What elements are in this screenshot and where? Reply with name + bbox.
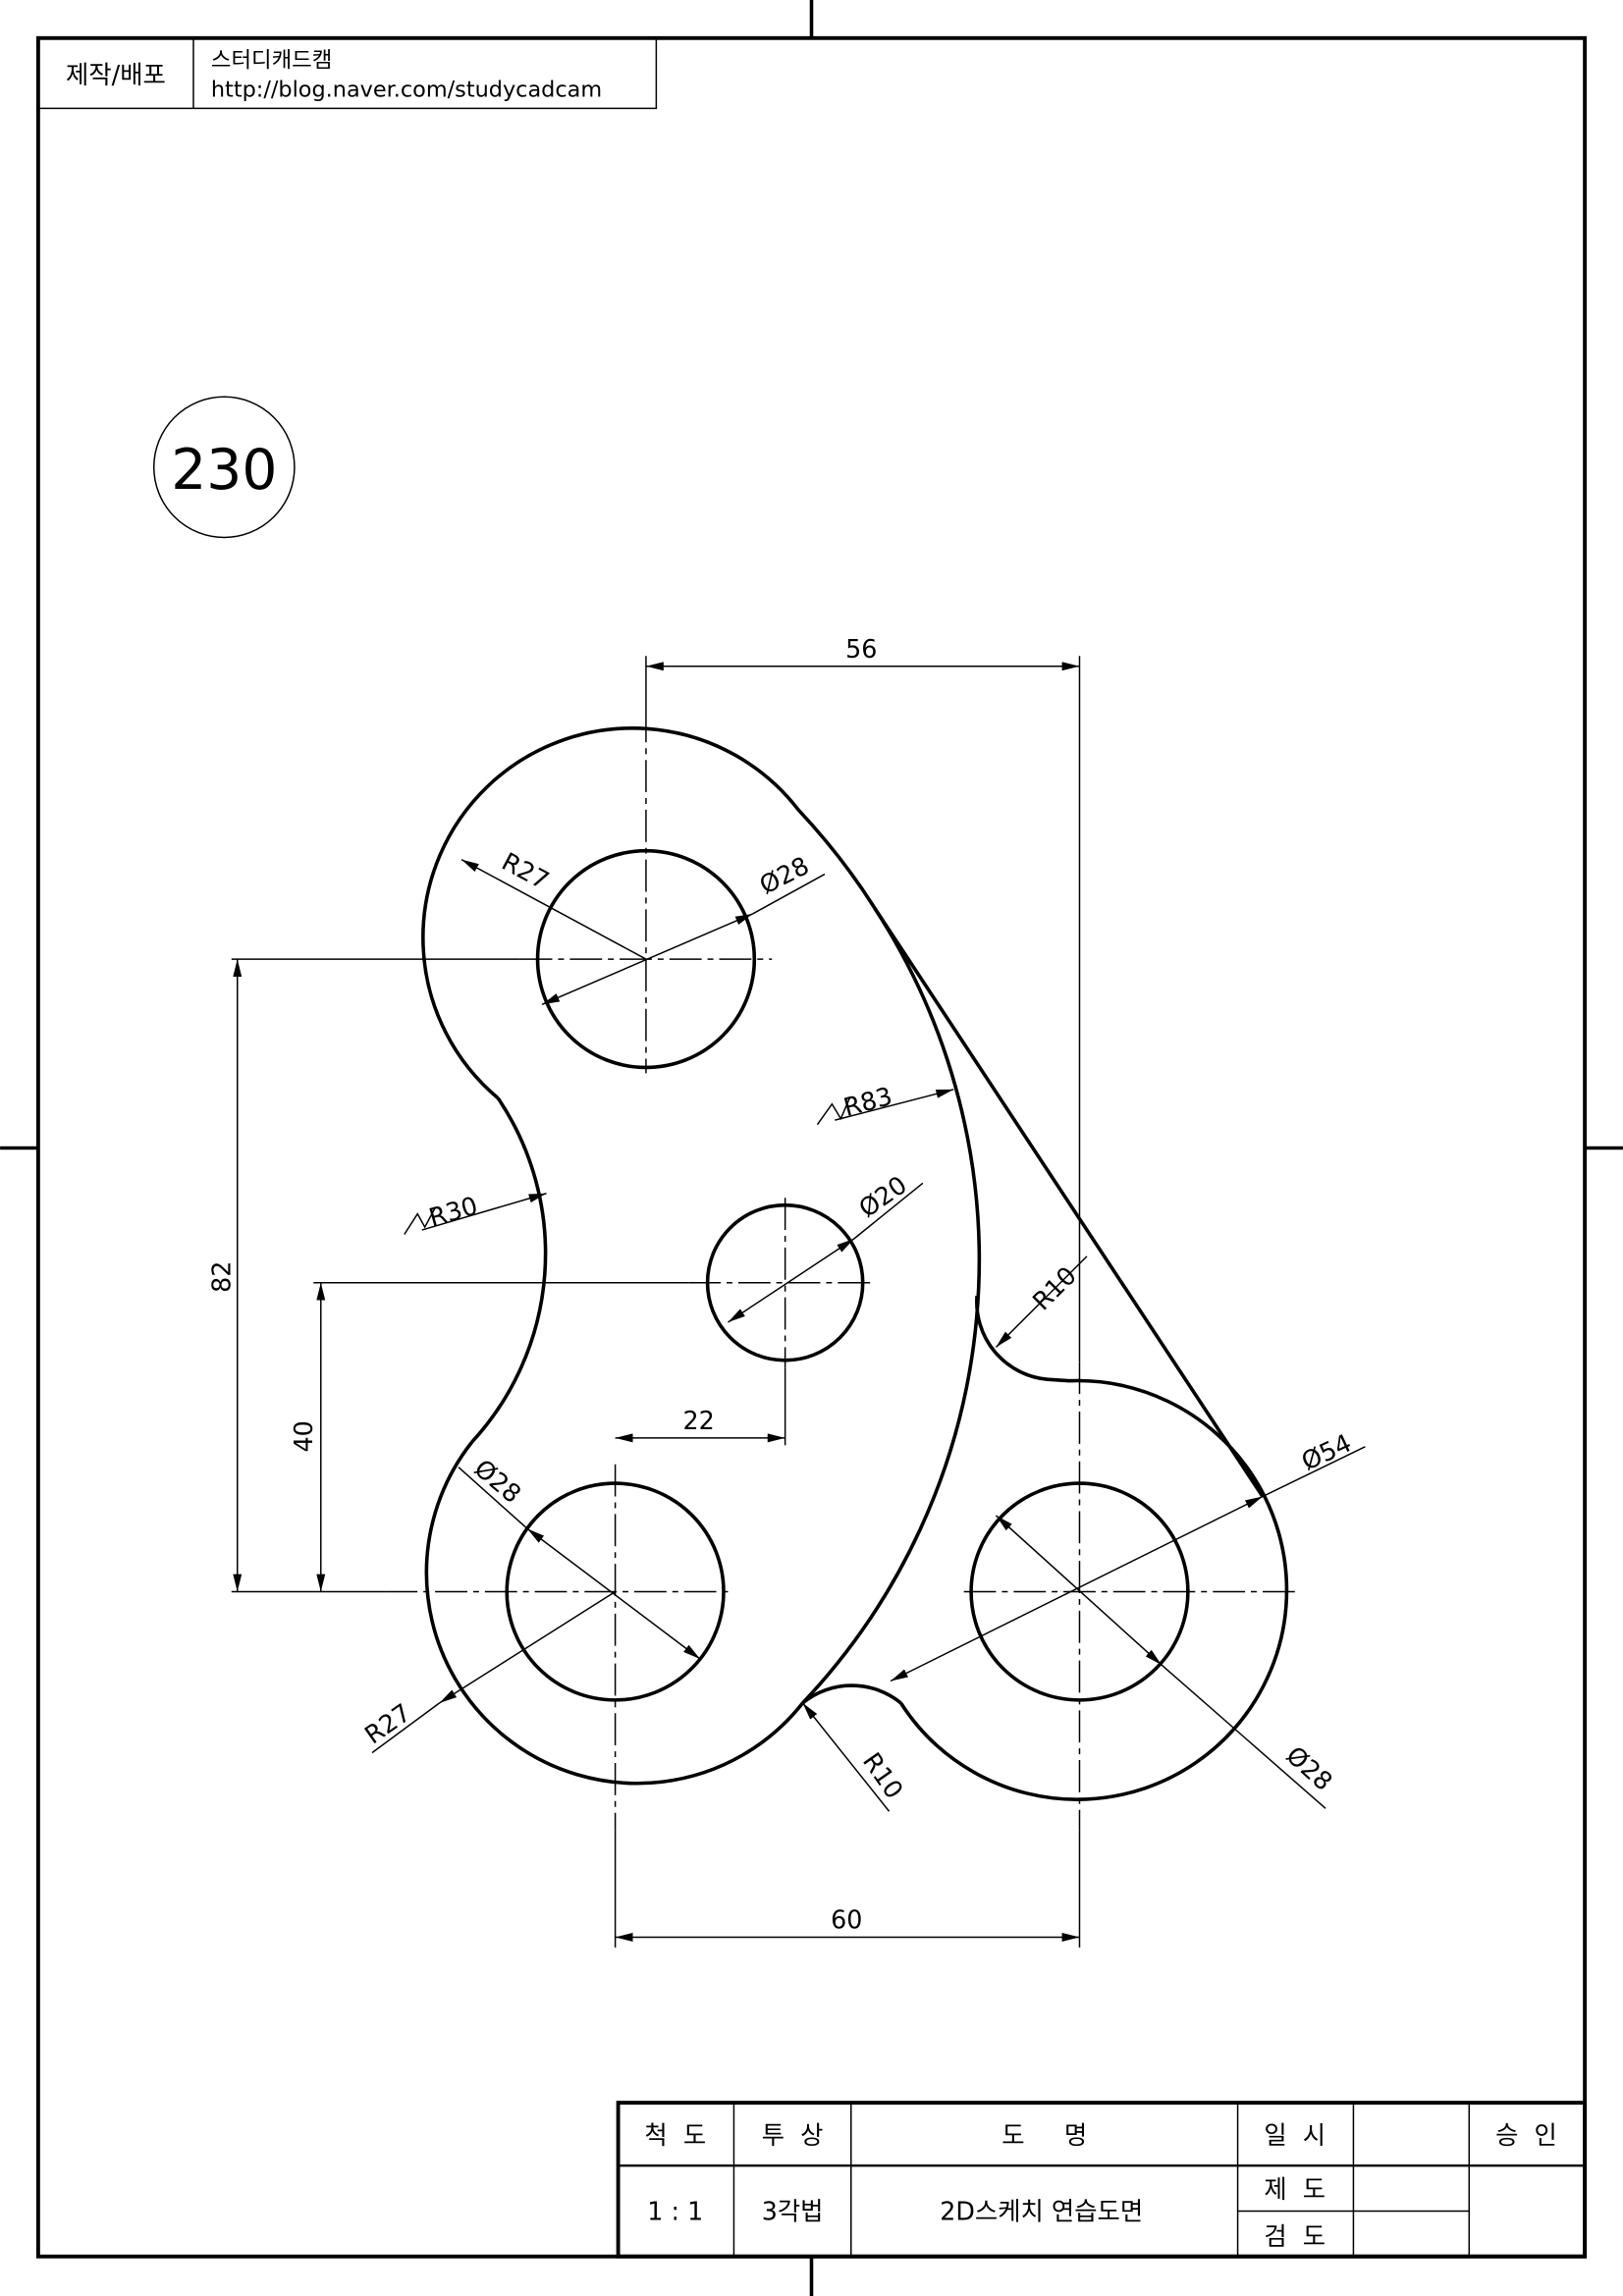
extension-lines bbox=[231, 656, 1081, 1948]
dim-dia28-left: Ø28 bbox=[468, 1453, 526, 1509]
hole-bottom-left bbox=[505, 1481, 726, 1702]
checker-label: 검 도 bbox=[1264, 2221, 1325, 2251]
drafter-label: 제 도 bbox=[1264, 2174, 1325, 2204]
part-outline bbox=[421, 726, 1289, 1801]
producer-org: 스터디캐드캠 bbox=[211, 48, 332, 74]
drawing-name-label: 도 명 bbox=[1001, 2120, 1087, 2150]
drawing-number: 230 bbox=[171, 438, 277, 503]
sheet-border bbox=[35, 35, 1588, 2259]
dim-dia28-right: Ø28 bbox=[1280, 1740, 1338, 1796]
producer-label: 제작/배포 bbox=[66, 60, 166, 89]
dim-dia28-top: Ø28 bbox=[754, 850, 813, 899]
title-block: 척 도 투 상 도 명 일 시 승 인 1 : 1 3각법 2D스케치 연습도면… bbox=[616, 2101, 1588, 2259]
dim-60: 60 bbox=[831, 1905, 862, 1935]
drawing-name-value: 2D스케치 연습도면 bbox=[940, 2196, 1143, 2225]
date-label: 일 시 bbox=[1264, 2120, 1325, 2150]
dimensions: 56 60 82 40 22 R27 Ø28 R83 R30 Ø20 R10 Ø… bbox=[206, 634, 1366, 1943]
projection-value: 3각법 bbox=[762, 2196, 824, 2225]
drawing-number-badge: 230 bbox=[152, 396, 296, 539]
dim-56: 56 bbox=[845, 634, 877, 664]
dim-r10-bottom: R10 bbox=[857, 1747, 909, 1804]
hole-top bbox=[535, 848, 757, 1070]
scale-label: 척 도 bbox=[644, 2120, 706, 2150]
producer-url: http://blog.naver.com/studycadcam bbox=[211, 77, 602, 102]
dim-r27-top: R27 bbox=[497, 846, 554, 895]
hole-middle bbox=[705, 1202, 865, 1362]
projection-label: 투 상 bbox=[762, 2120, 824, 2150]
dim-82: 82 bbox=[206, 1261, 236, 1293]
dim-r83: R83 bbox=[840, 1081, 895, 1122]
dim-40: 40 bbox=[289, 1420, 318, 1452]
scale-value: 1 : 1 bbox=[647, 2196, 703, 2225]
dim-dia54: Ø54 bbox=[1297, 1427, 1356, 1475]
approval-label: 승 인 bbox=[1495, 2120, 1557, 2150]
dim-22: 22 bbox=[683, 1406, 715, 1435]
dim-r30: R30 bbox=[425, 1191, 480, 1233]
producer-box: 제작/배포 스터디캐드캠 http://blog.naver.com/study… bbox=[37, 37, 658, 110]
